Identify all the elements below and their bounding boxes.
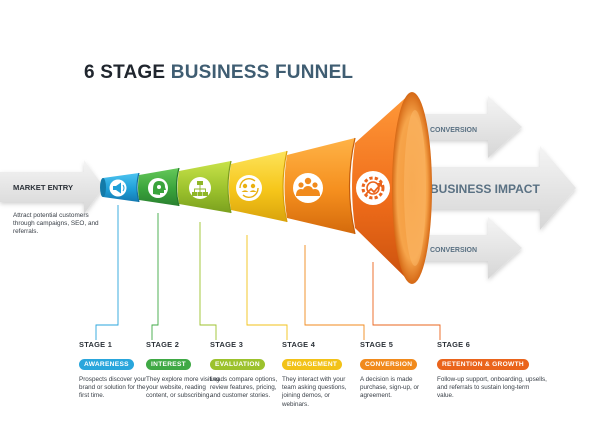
team-icon	[293, 173, 323, 203]
stage-description: They explore more visiting your website,…	[146, 376, 220, 400]
stage-description: Follow-up support, onboarding, upsells, …	[437, 376, 547, 400]
stage-badge: ENGAGEMENT	[282, 359, 343, 370]
stage-caption-1: STAGE 1 AWARENESS Prospects discover you…	[79, 340, 155, 401]
stage-caption-2: STAGE 2 INTEREST They explore more visit…	[146, 340, 222, 401]
output-top-label: CONVERSION	[430, 127, 477, 134]
connector-lines	[95, 205, 441, 340]
stage-badge: AWARENESS	[79, 359, 134, 370]
output-arrow-bottom	[405, 217, 522, 279]
stage-number: STAGE 4	[282, 340, 316, 349]
connector-stage-6	[372, 262, 441, 340]
megaphone-icon	[109, 179, 127, 197]
stage-caption-3: STAGE 3 EVALUATION Leads compare options…	[210, 340, 286, 401]
market-entry-description: Attract potential customers through camp…	[13, 212, 99, 235]
title-part-1: 6 STAGE	[84, 62, 166, 83]
output-arrow-middle	[405, 146, 576, 230]
title-part-2: BUSINESS FUNNEL	[170, 62, 354, 83]
output-middle-label: BUSINESS IMPACT	[430, 182, 540, 196]
stage-number: STAGE 6	[437, 340, 471, 349]
stage-number: STAGE 3	[210, 340, 244, 349]
stage-badge: RETENTION & GROWTH	[437, 359, 529, 370]
stage-description: Leads compare options, review features, …	[210, 376, 278, 400]
gear-growth-icon	[356, 171, 390, 205]
stage-description: A decision is made purchase, sign-up, or…	[360, 376, 420, 400]
connector-stage-2	[151, 213, 159, 340]
connector-stage-4	[246, 235, 288, 340]
head-gear-icon	[148, 178, 168, 198]
market-entry-arrow	[0, 160, 104, 214]
stage-description: Prospects discover your brand or solutio…	[79, 376, 147, 400]
connector-stage-5	[304, 245, 365, 340]
stage-caption-4: STAGE 4 ENGAGEMENT They interact with yo…	[282, 340, 358, 409]
stage-badge: INTEREST	[146, 359, 192, 370]
stage-badge: CONVERSION	[360, 359, 418, 370]
stage-number: STAGE 1	[79, 340, 113, 349]
page-title: 6 STAGE BUSINESS FUNNEL	[84, 62, 353, 84]
stage-description: They interact with your team asking ques…	[282, 376, 347, 408]
stage-number: STAGE 5	[360, 340, 394, 349]
output-arrow-top	[405, 96, 522, 158]
output-bottom-label: CONVERSION	[430, 247, 477, 254]
stage-badge: EVALUATION	[210, 359, 265, 370]
stage-caption-6: STAGE 6 RETENTION & GROWTH Follow-up sup…	[437, 340, 547, 401]
market-entry-label: MARKET ENTRY	[13, 183, 73, 192]
stage-number: STAGE 2	[146, 340, 180, 349]
connector-stage-3	[199, 222, 217, 340]
connector-stage-1	[95, 205, 119, 340]
org-chart-icon	[189, 177, 211, 199]
team-cycle-icon	[236, 175, 262, 201]
stage-caption-5: STAGE 5 CONVERSION A decision is made pu…	[360, 340, 438, 401]
